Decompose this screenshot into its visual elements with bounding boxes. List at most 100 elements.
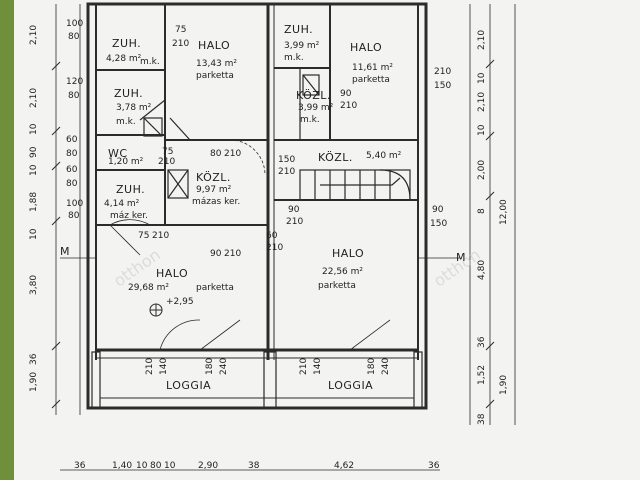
- room-name-zuh4: ZUH.: [116, 183, 146, 196]
- room-area-kozl2: 5,40 m²: [366, 151, 402, 161]
- right-dim: 4,80: [477, 259, 487, 280]
- bottom-dim: 4,62: [334, 461, 355, 471]
- room-area-zuh2: 3,99 m²: [284, 41, 320, 51]
- room-floor-zuh1: m.k.: [140, 57, 160, 67]
- left-dim: 10: [29, 123, 39, 135]
- door-dim-b: 80: [66, 149, 78, 159]
- right-dim: 38: [477, 413, 487, 425]
- door-dim-a: 60: [266, 231, 278, 241]
- room-floor-halo1: parketta: [196, 71, 234, 81]
- door-dim-a: 60: [66, 165, 78, 175]
- left-dim: 10: [29, 228, 39, 240]
- window-dim: 140: [159, 357, 169, 375]
- door-dim-b: 80: [66, 179, 78, 189]
- room-floor-halo2: parketta: [352, 75, 390, 85]
- level-marker-label: +2,95: [166, 297, 194, 307]
- door-dim-a: 90: [288, 205, 300, 215]
- room-name-zuh1: ZUH.: [112, 37, 142, 50]
- door-dim-a: 90: [340, 89, 352, 99]
- room-floor-halo4: parketta: [318, 281, 356, 291]
- right-dim: 2,00: [477, 159, 487, 180]
- room-name-kozl1: KÖZL.: [296, 89, 331, 102]
- left-dim: 1,90: [29, 371, 39, 392]
- room-area-kozl1: 3,99 m²: [298, 103, 334, 113]
- door-dim-b: 210: [224, 249, 242, 259]
- left-dim: 3,80: [29, 274, 39, 295]
- window-dim: 240: [381, 357, 391, 375]
- door-dim-a: 90: [210, 249, 222, 259]
- room-area-halo3: 29,68 m²: [128, 283, 170, 293]
- room-area-zuh4: 4,14 m²: [104, 199, 140, 209]
- left-dim: 36: [29, 353, 39, 365]
- door-dim-a: 60: [66, 135, 78, 145]
- window-dim: 210: [299, 357, 309, 375]
- room-area-kozl3: 9,97 m²: [196, 185, 232, 195]
- right-dim-total: 12,00: [499, 199, 509, 225]
- door-dim-b: 210: [286, 217, 304, 227]
- room-floor-zuh3: m.k.: [116, 117, 136, 127]
- door-dim-b: 150: [430, 219, 448, 229]
- bottom-dim: 38: [248, 461, 260, 471]
- door-dim-b: 210: [266, 243, 284, 253]
- room-area-zuh1: 4,28 m²: [106, 54, 142, 64]
- room-floor-halo3: parketta: [196, 283, 234, 293]
- window-dim: 180: [367, 357, 377, 375]
- bottom-dim: 2,90: [198, 461, 219, 471]
- left-dim: 1,88: [29, 191, 39, 212]
- door-dim-a: 75: [162, 147, 174, 157]
- door-dim-b: 210: [278, 167, 296, 177]
- door-dim-a: 75: [138, 231, 150, 241]
- left-dim: 2,10: [29, 87, 39, 108]
- right-dim: 1,90: [499, 374, 509, 395]
- door-dim-a: 100: [66, 199, 84, 209]
- window-dim: 210: [145, 357, 155, 375]
- room-floor-zuh4: máz ker.: [110, 211, 149, 221]
- room-area-zuh3: 3,78 m²: [116, 103, 152, 113]
- door-dim-b: 80: [68, 91, 80, 101]
- bottom-dim: 36: [428, 461, 440, 471]
- door-dim-b: 210: [172, 39, 190, 49]
- room-floor-kozl3: mázas ker.: [192, 197, 241, 207]
- paper-sheet: [14, 0, 640, 480]
- door-dim-b: 210: [340, 101, 358, 111]
- axis-mark-left: M: [60, 245, 70, 258]
- right-dim: 2,10: [477, 29, 487, 50]
- room-floor-kozl1: m.k.: [300, 115, 320, 125]
- door-dim-a: 120: [66, 77, 84, 87]
- door-dim-b: 210: [152, 231, 170, 241]
- room-area-wc: 1,20 m²: [108, 157, 144, 167]
- door-dim-a: 210: [434, 67, 452, 77]
- left-dim: 10: [29, 164, 39, 176]
- door-dim-b: 150: [434, 81, 452, 91]
- room-name-halo1: HALO: [198, 39, 231, 52]
- room-name-halo4: HALO: [332, 247, 365, 260]
- room-area-halo2: 11,61 m²: [352, 63, 394, 73]
- room-area-halo4: 22,56 m²: [322, 267, 364, 277]
- room-name-halo3: HALO: [156, 267, 189, 280]
- bottom-dim: 36: [74, 461, 86, 471]
- outer-wall: [86, 2, 428, 410]
- door-dim-a: 100: [66, 19, 84, 29]
- right-dim: 8: [477, 208, 487, 214]
- room-name-zuh3: ZUH.: [114, 87, 144, 100]
- right-dim: 10: [477, 124, 487, 136]
- left-dim: 90: [29, 146, 39, 158]
- axis-mark-right: M: [456, 251, 466, 264]
- window-dim: 180: [205, 357, 215, 375]
- door-dim-a: 150: [278, 155, 296, 165]
- room-name-kozl2: KÖZL.: [318, 151, 353, 164]
- room-name-loggia1: LOGGIA: [166, 379, 212, 392]
- right-dim: 1,52: [477, 364, 487, 385]
- bottom-dim: 10: [136, 461, 148, 471]
- door-dim-b: 80: [68, 211, 80, 221]
- window-dim: 240: [219, 357, 229, 375]
- door-dim-a: 75: [175, 25, 187, 35]
- door-dim-b: 210: [224, 149, 242, 159]
- bottom-dim: 1,40: [112, 461, 133, 471]
- room-name-kozl3: KÖZL.: [196, 171, 231, 184]
- door-dim-b: 210: [158, 157, 176, 167]
- right-dim: 2,10: [477, 91, 487, 112]
- room-name-halo2: HALO: [350, 41, 383, 54]
- window-dim: 140: [313, 357, 323, 375]
- bottom-dim: 80: [150, 461, 162, 471]
